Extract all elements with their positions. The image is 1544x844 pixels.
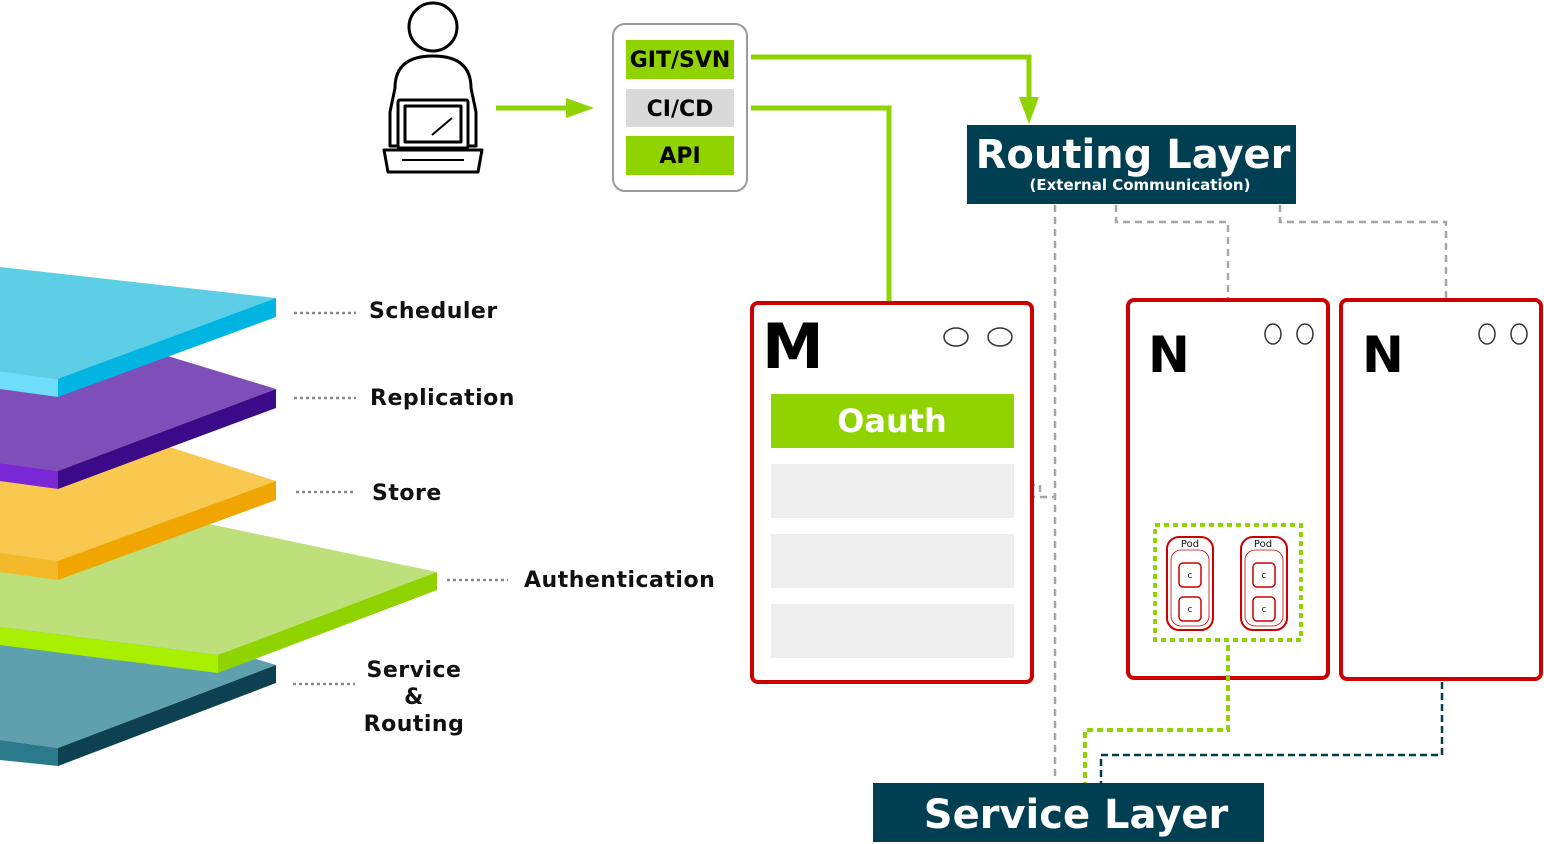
pod-1-container-1[interactable] xyxy=(1178,562,1202,588)
pod-2-container-2[interactable] xyxy=(1252,596,1276,622)
service-connectors xyxy=(1083,645,1444,783)
pod-1[interactable]: Pod c c xyxy=(1166,536,1214,631)
oauth-block[interactable] xyxy=(771,394,1014,448)
service-layer-box[interactable] xyxy=(873,783,1264,842)
pod-2-container-1-label: c xyxy=(1262,571,1267,581)
worker-node-1-letter: N xyxy=(1148,326,1190,384)
ci-cd-button[interactable] xyxy=(626,89,734,127)
routing-layer-box[interactable] xyxy=(967,125,1296,204)
service-routing-label-line3: Routing xyxy=(364,712,465,737)
routing-layer-subtitle: (External Communication) xyxy=(1030,176,1251,194)
git-svn-button[interactable] xyxy=(626,40,734,79)
pod-1-container-1-label: c xyxy=(1188,571,1193,581)
master-status-light-1 xyxy=(943,327,969,347)
service-routing-label-line2: & xyxy=(404,685,424,710)
master-slot-3 xyxy=(771,604,1014,658)
pod-2-container-2-label: c xyxy=(1262,605,1267,615)
master-slot-1 xyxy=(771,464,1014,518)
routing-layer-title: Routing Layer xyxy=(976,132,1291,178)
pod-1-container-2-label: c xyxy=(1188,605,1193,615)
master-status-light-2 xyxy=(987,327,1013,347)
ci-cd-label: CI/CD xyxy=(647,97,714,122)
master-node-letter: M xyxy=(762,310,824,383)
layer-stack xyxy=(0,267,437,766)
service-routing-label-line1: Service xyxy=(367,658,462,683)
oauth-label: Oauth xyxy=(837,402,947,440)
user-to-sources-arrow xyxy=(496,98,594,118)
node2-status-light-1 xyxy=(1478,323,1496,345)
pod-1-label: Pod xyxy=(1181,539,1199,550)
worker-node-2[interactable] xyxy=(1339,298,1543,681)
store-label: Store xyxy=(372,481,442,506)
git-svn-label: GIT/SVN xyxy=(630,48,731,73)
api-label: API xyxy=(659,144,700,169)
replication-label: Replication xyxy=(370,386,515,411)
pod-2-label: Pod xyxy=(1254,539,1272,550)
node1-status-light-1 xyxy=(1264,323,1282,345)
master-slot-2 xyxy=(771,534,1014,588)
authentication-label: Authentication xyxy=(524,568,715,593)
node2-status-light-2 xyxy=(1510,323,1528,345)
pod-2-container-1[interactable] xyxy=(1252,562,1276,588)
api-button[interactable] xyxy=(626,136,734,175)
node1-status-light-2 xyxy=(1296,323,1314,345)
git-to-routing-arrow xyxy=(751,54,1039,124)
pod-2[interactable]: Pod c c xyxy=(1240,536,1288,631)
scheduler-layer xyxy=(0,267,276,397)
pod-group xyxy=(1153,523,1303,642)
user-laptop-icon xyxy=(382,1,484,174)
service-layer-title: Service Layer xyxy=(924,792,1229,838)
layer-leaders xyxy=(293,311,508,686)
pod-1-container-2[interactable] xyxy=(1178,596,1202,622)
worker-node-2-letter: N xyxy=(1362,326,1404,384)
scheduler-label: Scheduler xyxy=(369,299,498,324)
